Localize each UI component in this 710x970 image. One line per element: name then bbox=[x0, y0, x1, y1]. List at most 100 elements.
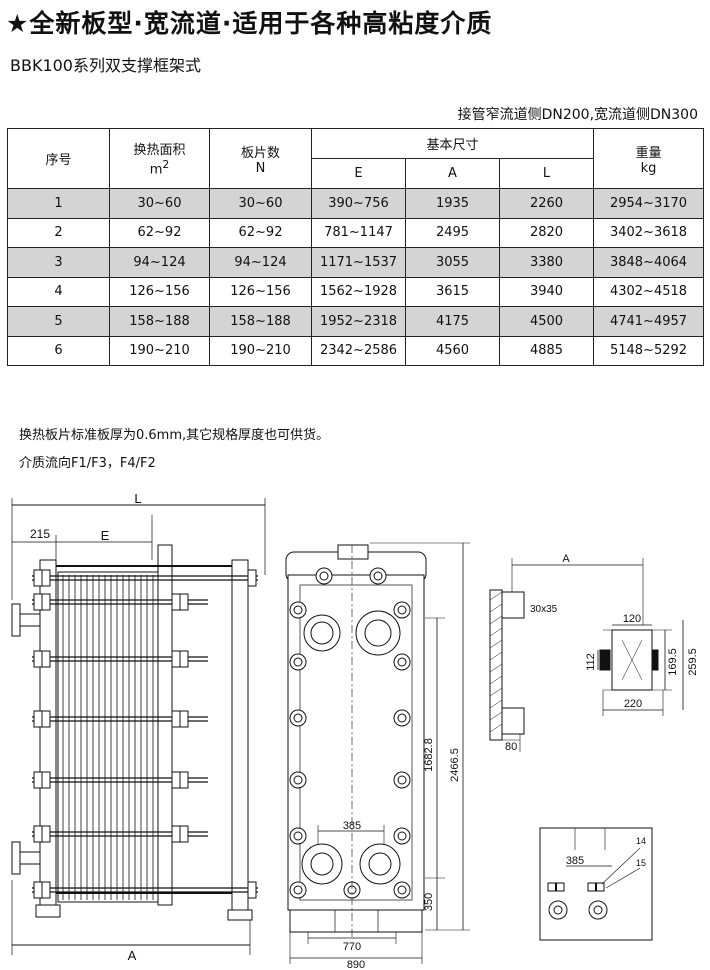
header-area: 换热面积 m2 bbox=[109, 128, 210, 189]
cell-seq: 1 bbox=[7, 188, 110, 219]
plate-pack bbox=[57, 571, 159, 903]
plate-lines bbox=[62, 575, 154, 900]
plate-thickness-note: 换热板片标准板厚为0.6mm,其它规格厚度也可供货。 bbox=[19, 428, 330, 443]
upper-ports bbox=[303, 610, 401, 656]
label-foundation-385: 385 bbox=[566, 855, 584, 867]
cell-l: 4885 bbox=[499, 335, 594, 366]
cell-seq: 6 bbox=[7, 335, 110, 366]
table-row: 5 158~188 158~188 1952~2318 4175 4500 47… bbox=[7, 306, 704, 337]
frame-bolts bbox=[289, 567, 411, 899]
label-foot-80: 80 bbox=[505, 741, 517, 753]
label-foot-a: A bbox=[562, 553, 570, 565]
cell-l: 2260 bbox=[499, 188, 594, 219]
cell-seq: 2 bbox=[7, 217, 110, 248]
table-row: 4 126~156 126~156 1562~1928 3615 3940 43… bbox=[7, 276, 704, 307]
header-area-label: 换热面积 bbox=[133, 143, 186, 159]
header-dims: 基本尺寸 bbox=[311, 128, 594, 159]
cell-e: 2342~2586 bbox=[311, 335, 406, 366]
label-side-215: 215 bbox=[30, 527, 50, 541]
cell-l: 3380 bbox=[499, 247, 594, 278]
cell-weight: 4741~4957 bbox=[593, 306, 704, 337]
table-row: 6 190~210 190~210 2342~2586 4560 4885 51… bbox=[7, 335, 704, 366]
cell-l: 3940 bbox=[499, 276, 594, 307]
header-area-unit-sup: 2 bbox=[162, 158, 170, 172]
cell-weight: 5148~5292 bbox=[593, 335, 704, 366]
cell-area: 30~60 bbox=[109, 188, 210, 219]
cell-a: 4560 bbox=[405, 335, 500, 366]
cell-seq: 4 bbox=[7, 276, 110, 307]
label-callout-14: 14 bbox=[636, 836, 646, 846]
cell-plates: 190~210 bbox=[209, 335, 312, 366]
header-plates-unit: N bbox=[255, 160, 266, 176]
tie-rod-nuts bbox=[33, 569, 257, 899]
cell-l: 4500 bbox=[499, 306, 594, 337]
flow-direction-note: 介质流向F1/F3，F4/F2 bbox=[19, 456, 156, 471]
cell-plates: 126~156 bbox=[209, 276, 312, 307]
cell-plates: 94~124 bbox=[209, 247, 312, 278]
cell-area: 94~124 bbox=[109, 247, 210, 278]
cell-weight: 3402~3618 bbox=[593, 217, 704, 248]
headline: ★全新板型·宽流道·适用于各种高粘度介质 bbox=[6, 9, 493, 38]
cell-a: 1935 bbox=[405, 188, 500, 219]
header-seq: 序号 bbox=[7, 128, 110, 189]
pressure-plate bbox=[157, 544, 173, 906]
label-foot-120: 120 bbox=[623, 613, 641, 625]
header-area-unit: m bbox=[149, 162, 163, 178]
fixed-plate bbox=[39, 559, 57, 906]
side-nozzles bbox=[11, 603, 41, 875]
cell-area: 190~210 bbox=[109, 335, 210, 366]
label-front-770: 770 bbox=[343, 941, 361, 953]
cell-a: 4175 bbox=[405, 306, 500, 337]
cell-a: 3615 bbox=[405, 276, 500, 307]
front-view bbox=[285, 542, 470, 964]
label-callout-15: 15 bbox=[636, 858, 646, 868]
label-front-890: 890 bbox=[347, 959, 365, 970]
series-subtitle: BBK100系列双支撑框架式 bbox=[10, 56, 201, 75]
label-front-2466: 2466.5 bbox=[449, 748, 461, 782]
label-side-l: L bbox=[134, 491, 141, 506]
cell-seq: 3 bbox=[7, 247, 110, 278]
support-column bbox=[231, 559, 249, 911]
spec-table: 序号 换热面积 m2 板片数 N 基本尺寸 重量 kg E A L 1 30~6… bbox=[7, 128, 704, 366]
cell-a: 3055 bbox=[405, 247, 500, 278]
cell-seq: 5 bbox=[7, 306, 110, 337]
lower-ports bbox=[301, 843, 401, 885]
header-plates-label: 板片数 bbox=[240, 145, 280, 161]
label-front-385: 385 bbox=[343, 820, 361, 832]
label-foot-169: 169.5 bbox=[667, 648, 679, 676]
cell-e: 1952~2318 bbox=[311, 306, 406, 337]
technical-drawing: L 215 E A bbox=[11, 491, 699, 970]
cell-e: 1171~1537 bbox=[311, 247, 406, 278]
label-foot-112: 112 bbox=[585, 653, 597, 671]
cell-e: 781~1147 bbox=[311, 217, 406, 248]
table-row: 3 94~124 94~124 1171~1537 3055 3380 3848… bbox=[7, 247, 704, 278]
foot-detail bbox=[489, 558, 684, 752]
cell-e: 390~756 bbox=[311, 188, 406, 219]
cell-area: 126~156 bbox=[109, 276, 210, 307]
cell-plates: 158~188 bbox=[209, 306, 312, 337]
header-weight-unit: kg bbox=[640, 160, 657, 176]
side-view bbox=[11, 498, 266, 955]
table-row: 1 30~60 30~60 390~756 1935 2260 2954~317… bbox=[7, 188, 704, 219]
cell-plates: 30~60 bbox=[209, 188, 312, 219]
cell-weight: 2954~3170 bbox=[593, 188, 704, 219]
foundation-detail bbox=[539, 827, 653, 941]
cell-weight: 3848~4064 bbox=[593, 247, 704, 278]
header-weight: 重量 kg bbox=[593, 128, 704, 189]
cell-plates: 62~92 bbox=[209, 217, 312, 248]
table-row: 2 62~92 62~92 781~1147 2495 2820 3402~36… bbox=[7, 217, 704, 248]
header-weight-label: 重量 bbox=[635, 145, 662, 161]
cell-e: 1562~1928 bbox=[311, 276, 406, 307]
header-plates: 板片数 N bbox=[209, 128, 312, 189]
label-front-350: 350 bbox=[423, 893, 435, 911]
cell-area: 158~188 bbox=[109, 306, 210, 337]
label-side-a: A bbox=[128, 948, 137, 963]
header-dim-a: A bbox=[405, 158, 500, 189]
cell-area: 62~92 bbox=[109, 217, 210, 248]
cell-weight: 4302~4518 bbox=[593, 276, 704, 307]
label-foot-slot: 30x35 bbox=[530, 604, 558, 615]
cell-a: 2495 bbox=[405, 217, 500, 248]
label-foot-259: 259.5 bbox=[687, 648, 699, 676]
label-front-1682: 1682.8 bbox=[423, 738, 435, 772]
header-dim-e: E bbox=[311, 158, 406, 189]
